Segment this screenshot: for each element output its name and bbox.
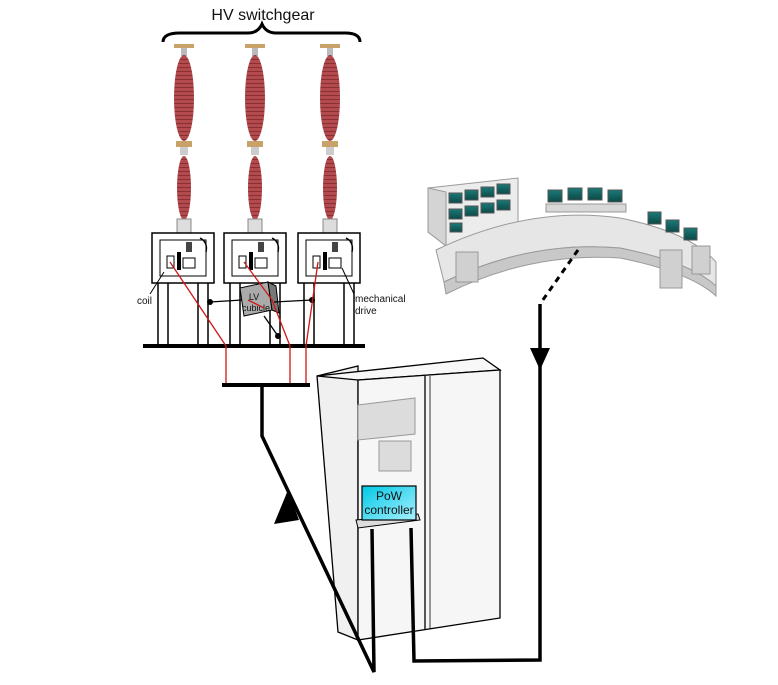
switchgear-brace — [161, 20, 362, 43]
drive-box-2 — [223, 232, 287, 284]
mechanical-drive-label-line1: mechanical — [355, 294, 406, 305]
control-room-icon — [427, 177, 717, 298]
insulator-column-1 — [174, 44, 194, 234]
coil-red-wiring — [169, 261, 319, 386]
switchgear-title: HV switchgear — [211, 7, 315, 24]
switchgear-signal-path — [260, 386, 376, 673]
insulator-column-2 — [245, 44, 265, 234]
insulator-column-3 — [320, 44, 340, 234]
pow-controller-label-line1: PoW — [376, 489, 403, 503]
lv-cubicle: LV cubicle — [239, 281, 280, 317]
coil-label: coil — [137, 296, 152, 307]
lv-cubicle-label-line2: cubicle — [242, 303, 270, 313]
pow-controller: PoW controller — [355, 485, 421, 529]
switchgear-black-wiring — [209, 299, 313, 337]
control-cabinet-icon — [316, 357, 502, 641]
control-room-signal-path — [409, 304, 542, 663]
ground-line — [143, 344, 365, 348]
arrow-down-from-control-room — [530, 348, 550, 370]
control-room-link-dashed — [538, 249, 580, 305]
drive-box-3 — [297, 232, 361, 284]
lv-cubicle-label-line1: LV — [249, 292, 259, 302]
arrow-up-to-switchgear — [274, 490, 299, 524]
support-legs — [157, 283, 355, 345]
wire-bus-bar — [222, 383, 310, 387]
pow-controller-label-line2: controller — [364, 503, 413, 517]
mechanical-drive-label-line2: drive — [355, 306, 377, 317]
